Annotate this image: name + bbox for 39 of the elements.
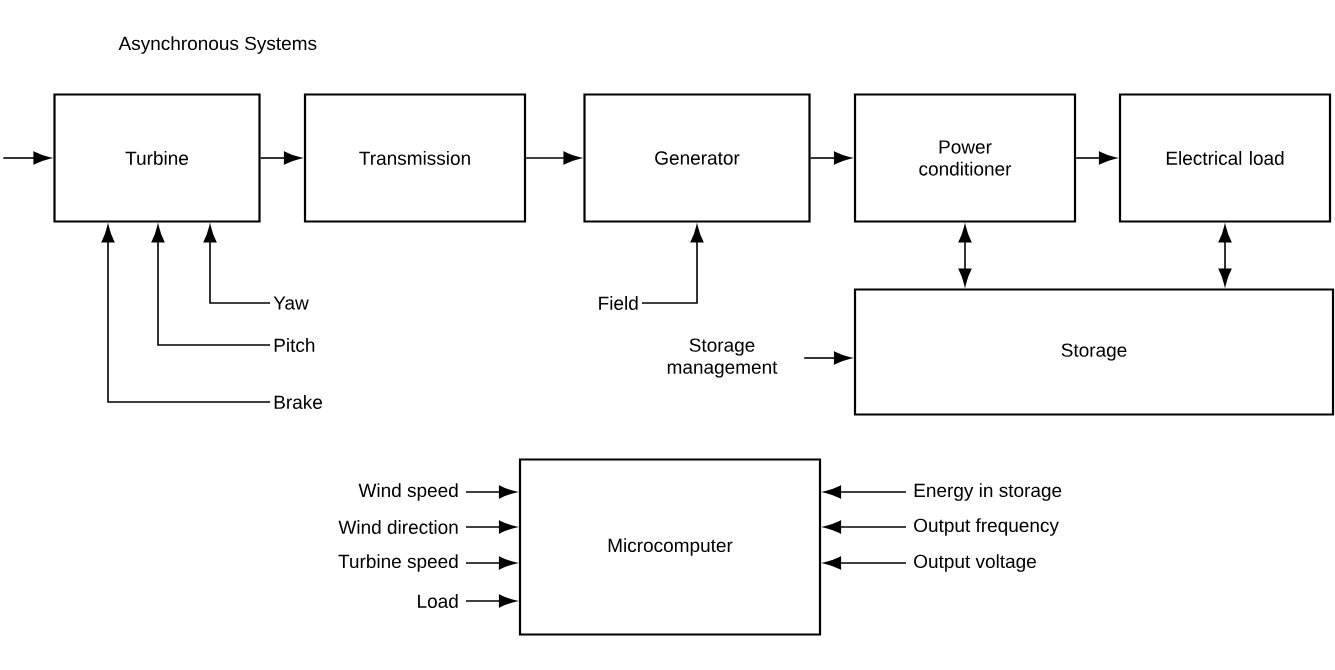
process-box: Electrical load — [1118, 93, 1332, 223]
arrow — [823, 485, 907, 499]
input-label: Storage management — [667, 338, 778, 378]
input-label: Wind direction — [338, 520, 458, 534]
title: Asynchronous Systems — [118, 36, 317, 54]
arrow — [2, 151, 51, 165]
process-box: Transmission — [303, 93, 527, 223]
arrow — [259, 151, 302, 165]
input-label: Wind speed — [358, 483, 458, 501]
controller-box: Microcomputer — [518, 458, 822, 636]
arrow — [823, 556, 907, 570]
arrow — [151, 225, 271, 346]
input-label: Output frequency — [914, 518, 1059, 536]
arrow — [465, 485, 517, 499]
input-label: Field — [599, 296, 638, 310]
input-label: Yaw — [273, 296, 309, 310]
arrow — [823, 520, 907, 534]
arrow — [803, 351, 852, 365]
storage-box: Storage — [853, 288, 1335, 416]
arrow — [465, 556, 517, 570]
input-label: Energy in storage — [914, 483, 1062, 501]
arrow — [1075, 151, 1117, 165]
arrow — [465, 520, 517, 534]
process-box: Generator — [583, 93, 811, 223]
arrow — [101, 225, 271, 403]
input-label: Turbine speed — [338, 554, 458, 572]
input-label: Pitch — [274, 338, 315, 352]
process-box: Turbine — [53, 93, 261, 223]
arrow — [525, 151, 581, 165]
input-label: Brake — [274, 395, 322, 409]
arrow — [203, 225, 271, 304]
process-box: Power conditioner — [853, 93, 1077, 223]
input-label: Load — [418, 594, 458, 608]
arrow — [641, 225, 704, 304]
input-label: Output voltage — [914, 554, 1036, 572]
arrow — [465, 594, 517, 608]
arrow — [1218, 225, 1232, 286]
arrow — [809, 151, 852, 165]
arrow — [958, 225, 972, 286]
